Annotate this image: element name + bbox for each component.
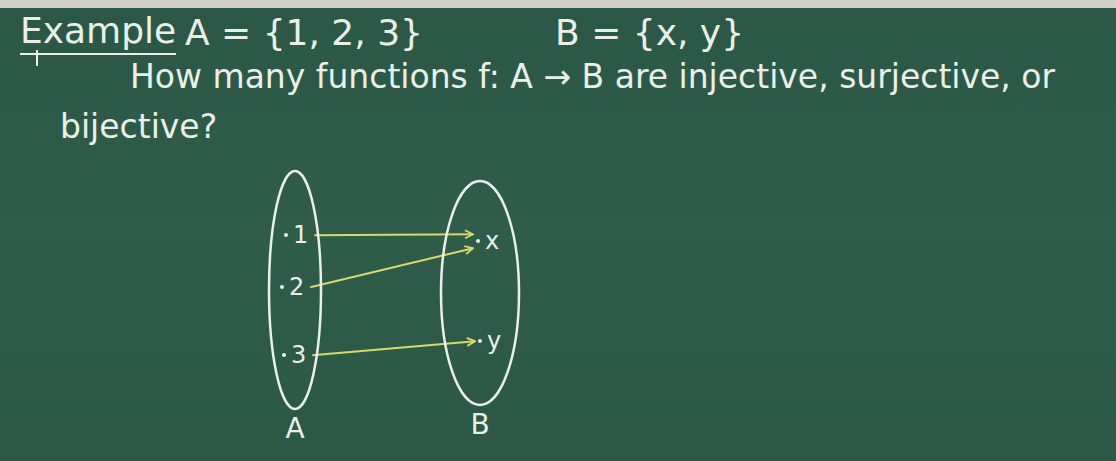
- set-name: A: [285, 412, 304, 445]
- element-name: x: [485, 227, 499, 255]
- mapping-arrow: [310, 248, 473, 287]
- underline-tick: [36, 50, 38, 66]
- set-element: 1: [284, 222, 310, 248]
- set-definition: B = {x, y}: [555, 12, 744, 53]
- question-text: How many functions f: A → B are injectiv…: [60, 52, 1090, 152]
- mapping-arrow: [314, 234, 473, 235]
- set-element: y: [478, 328, 503, 354]
- set-ellipse: Bxy: [440, 180, 520, 406]
- element-name: y: [487, 327, 501, 355]
- set-element: x: [476, 228, 501, 254]
- set-name: B: [470, 408, 489, 441]
- element-name: 2: [289, 273, 304, 301]
- set-element: 3: [282, 342, 308, 368]
- ellipse-outline: [440, 180, 520, 406]
- element-name: 1: [293, 221, 308, 249]
- element-name: 3: [291, 341, 306, 369]
- set-element: 2: [280, 274, 306, 300]
- set-definition: A = {1, 2, 3}: [185, 12, 423, 53]
- wall-strip: [0, 0, 1116, 8]
- set-ellipse: A123: [268, 170, 322, 410]
- board-title: Example: [20, 10, 176, 55]
- mapping-arrow: [312, 341, 475, 355]
